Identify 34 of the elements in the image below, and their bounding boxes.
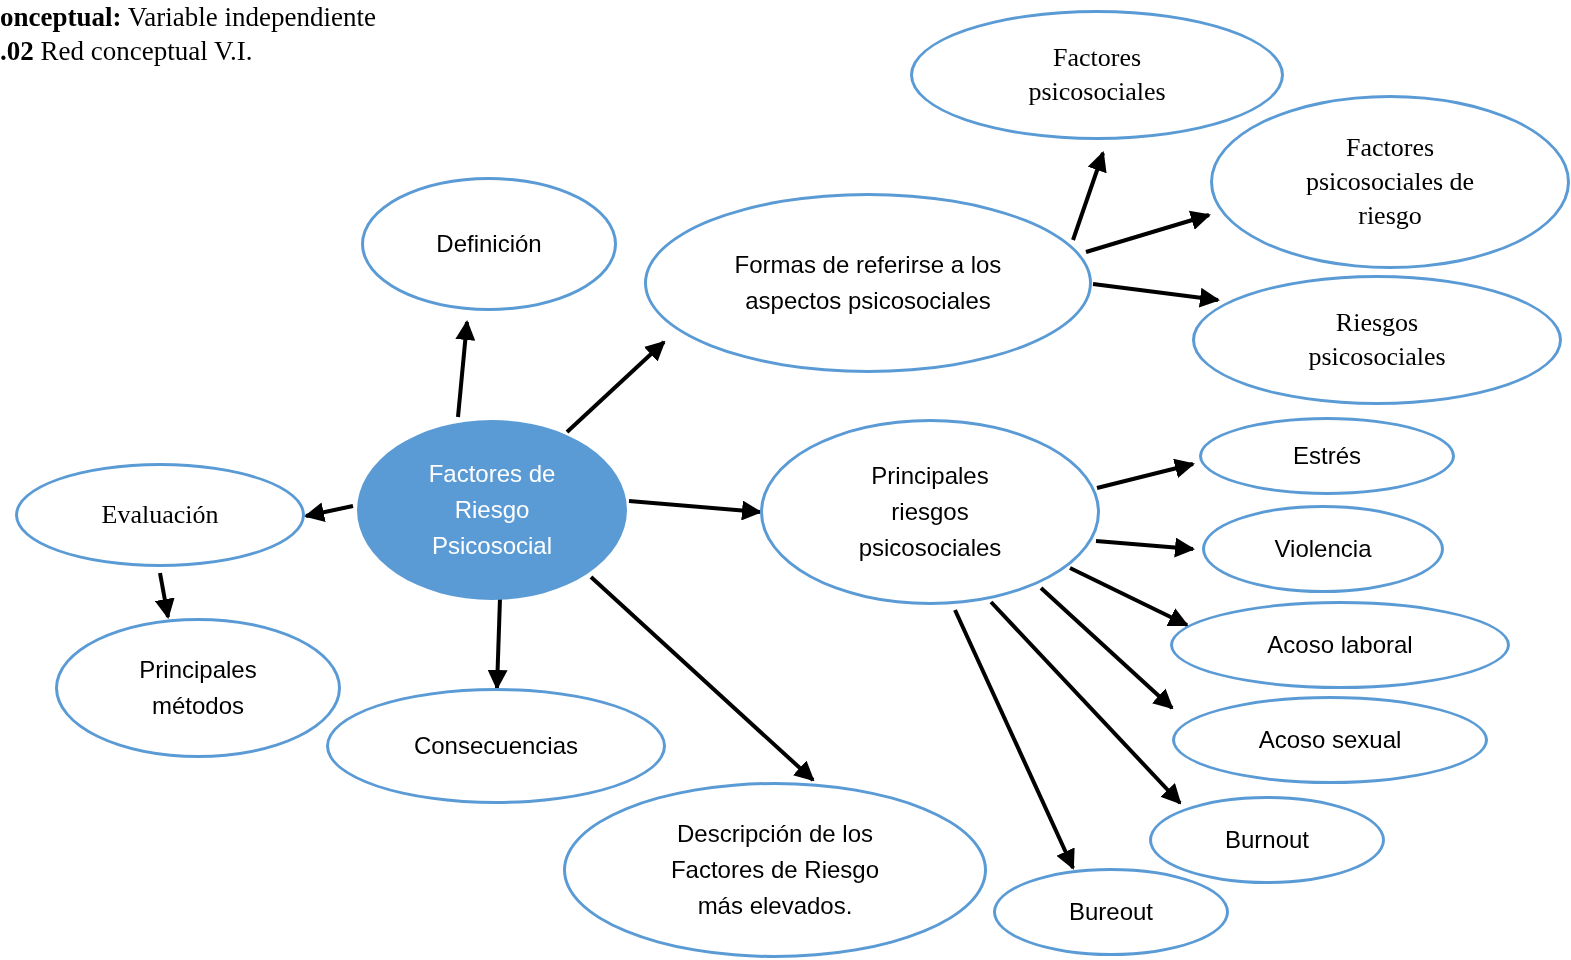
- node-label: Consecuencias: [412, 731, 580, 761]
- arrow: [628, 499, 762, 521]
- caption-text: .02 Red conceptual V.I.: [0, 35, 254, 68]
- node-label: Descripción de los Factores de Riesgo más elevados.: [669, 819, 881, 921]
- arrow: [1095, 537, 1195, 558]
- arrow: [589, 575, 815, 782]
- arrow: [304, 502, 354, 523]
- node-label: Factores psicosociales de riesgo: [1305, 132, 1475, 232]
- node-label: Violencia: [1273, 534, 1373, 564]
- node-label: Evaluación: [100, 499, 220, 531]
- arrow: [953, 609, 1075, 870]
- arrow: [1039, 586, 1174, 710]
- arrow: [1069, 566, 1189, 627]
- node-label: Riesgos psicosociales: [1307, 307, 1447, 373]
- arrow: [455, 320, 476, 418]
- node-label: Acoso laboral: [1266, 630, 1414, 660]
- node-label: Definición: [435, 229, 543, 259]
- arrow: [565, 340, 666, 434]
- arrow: [1071, 151, 1107, 241]
- node-label: Acoso sexual: [1257, 725, 1403, 755]
- arrow: [1085, 210, 1211, 254]
- caption-text: onceptual: Variable independiente: [0, 1, 376, 34]
- node-label: Principales riesgos psicosociales: [857, 461, 1003, 563]
- node-label: Burnout: [1223, 825, 1311, 855]
- arrow: [154, 572, 175, 619]
- node-label: Bureout: [1067, 897, 1155, 927]
- arrow: [989, 600, 1182, 805]
- arrow: [1096, 458, 1195, 490]
- node-label: Factores psicosociales: [1027, 42, 1167, 108]
- node-label: Formas de referirse a los aspectos psicosociales: [733, 250, 1003, 316]
- node-label: Estrés: [1292, 441, 1362, 471]
- arrow: [1092, 282, 1220, 308]
- node-label: Principales métodos: [138, 655, 258, 721]
- node-label: Factores de Riesgo Psicosocial: [427, 459, 557, 561]
